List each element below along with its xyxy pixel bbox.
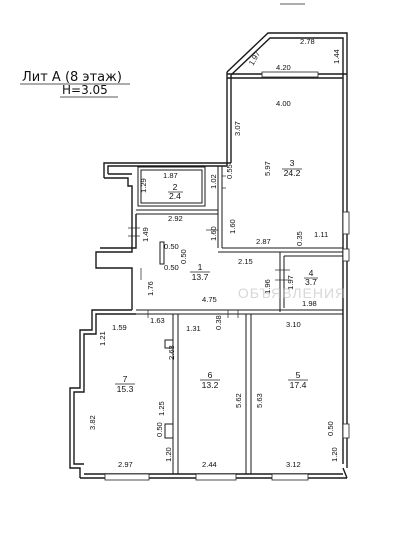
dim-0-50-a: 0.50 — [164, 242, 179, 251]
dim-1-63: 1.63 — [150, 316, 165, 325]
dim-5-62: 5.62 — [234, 393, 243, 408]
ceiling-height: H=3.05 — [62, 83, 108, 97]
dim-0-50-e: 0.50 — [326, 421, 335, 436]
dim-1-11: 1.11 — [314, 230, 328, 239]
room-labels: 3 24.2 2 2.4 1 13.7 4 3.7 5 17.4 6 13.2 … — [115, 158, 318, 394]
room-5-number: 5 — [296, 370, 301, 380]
dim-3-82: 3.82 — [88, 415, 97, 430]
room-4-number: 4 — [309, 268, 314, 278]
room-2-area: 2.4 — [169, 191, 181, 201]
dim-2-78: 2.78 — [300, 37, 315, 46]
dim-0-50-c: 0.50 — [164, 263, 179, 272]
dimension-labels: 2.78 4.20 4.00 1.87 2.92 2.87 1.11 0.50 … — [88, 37, 341, 469]
room-1-number: 1 — [198, 262, 203, 272]
dim-1-97: 1.97 — [286, 275, 295, 290]
room-7-area: 15.3 — [117, 384, 134, 394]
windows — [104, 71, 350, 481]
interior-walls — [136, 166, 343, 475]
dim-3-12: 3.12 — [286, 460, 301, 469]
dim-1-29: 1.29 — [139, 178, 148, 193]
dim-0-38: 0.38 — [214, 315, 223, 330]
room-4-area: 3.7 — [305, 277, 317, 287]
dim-1-20-a: 1.20 — [164, 447, 173, 462]
dim-2-92: 2.92 — [168, 214, 183, 223]
dim-4-75: 4.75 — [202, 295, 217, 304]
dim-3-10: 3.10 — [286, 320, 301, 329]
dim-2-87: 2.87 — [256, 237, 271, 246]
room-2-number: 2 — [173, 182, 178, 192]
dim-0-55: 0.55 — [225, 164, 234, 179]
dim-3-07: 3.07 — [233, 121, 242, 136]
dim-1-20-b: 1.20 — [330, 447, 339, 462]
dim-1-49: 1.49 — [141, 227, 150, 242]
dim-4-20: 4.20 — [276, 63, 291, 72]
dim-1-76: 1.76 — [146, 281, 155, 296]
dim-5-97: 5.97 — [263, 161, 272, 176]
dim-0-35: 0.35 — [295, 231, 304, 246]
dim-2-97: 2.97 — [118, 460, 133, 469]
dim-1-44: 1.44 — [332, 49, 341, 64]
dim-0-50-d: 0.50 — [155, 422, 164, 437]
dim-1-60-a: 1.60 — [209, 226, 218, 241]
dim-1-31: 1.31 — [186, 324, 201, 333]
dim-1-02: 1.02 — [209, 174, 218, 189]
dim-2-44: 2.44 — [202, 460, 217, 469]
dim-2-15: 2.15 — [238, 257, 253, 266]
dim-2-63: 2.63 — [167, 345, 176, 360]
room-5-area: 17.4 — [290, 380, 307, 390]
dim-1-97-top: 1.97 — [247, 50, 262, 67]
dim-1-25: 1.25 — [157, 401, 166, 416]
dim-1-21: 1.21 — [98, 331, 107, 346]
door-marks — [128, 175, 290, 318]
dim-1-87: 1.87 — [163, 171, 178, 180]
room-6-number: 6 — [208, 370, 213, 380]
dim-1-59: 1.59 — [112, 323, 127, 332]
dim-4-00: 4.00 — [276, 99, 291, 108]
room-6-area: 13.2 — [202, 380, 219, 390]
room-3-number: 3 — [290, 158, 295, 168]
plan-title: Лит А (8 этаж) — [22, 70, 122, 85]
dim-0-50-b: 0.50 — [179, 249, 188, 264]
dim-1-96: 1.96 — [263, 279, 272, 294]
dim-5-63: 5.63 — [255, 393, 264, 408]
room-7-number: 7 — [123, 374, 128, 384]
watermark: ОБЪЯВЛЕНИЯ — [238, 285, 346, 301]
room-1-area: 13.7 — [192, 272, 209, 282]
dim-1-60-b: 1.60 — [228, 219, 237, 234]
dim-1-98: 1.98 — [302, 299, 317, 308]
room-3-area: 24.2 — [284, 168, 301, 178]
